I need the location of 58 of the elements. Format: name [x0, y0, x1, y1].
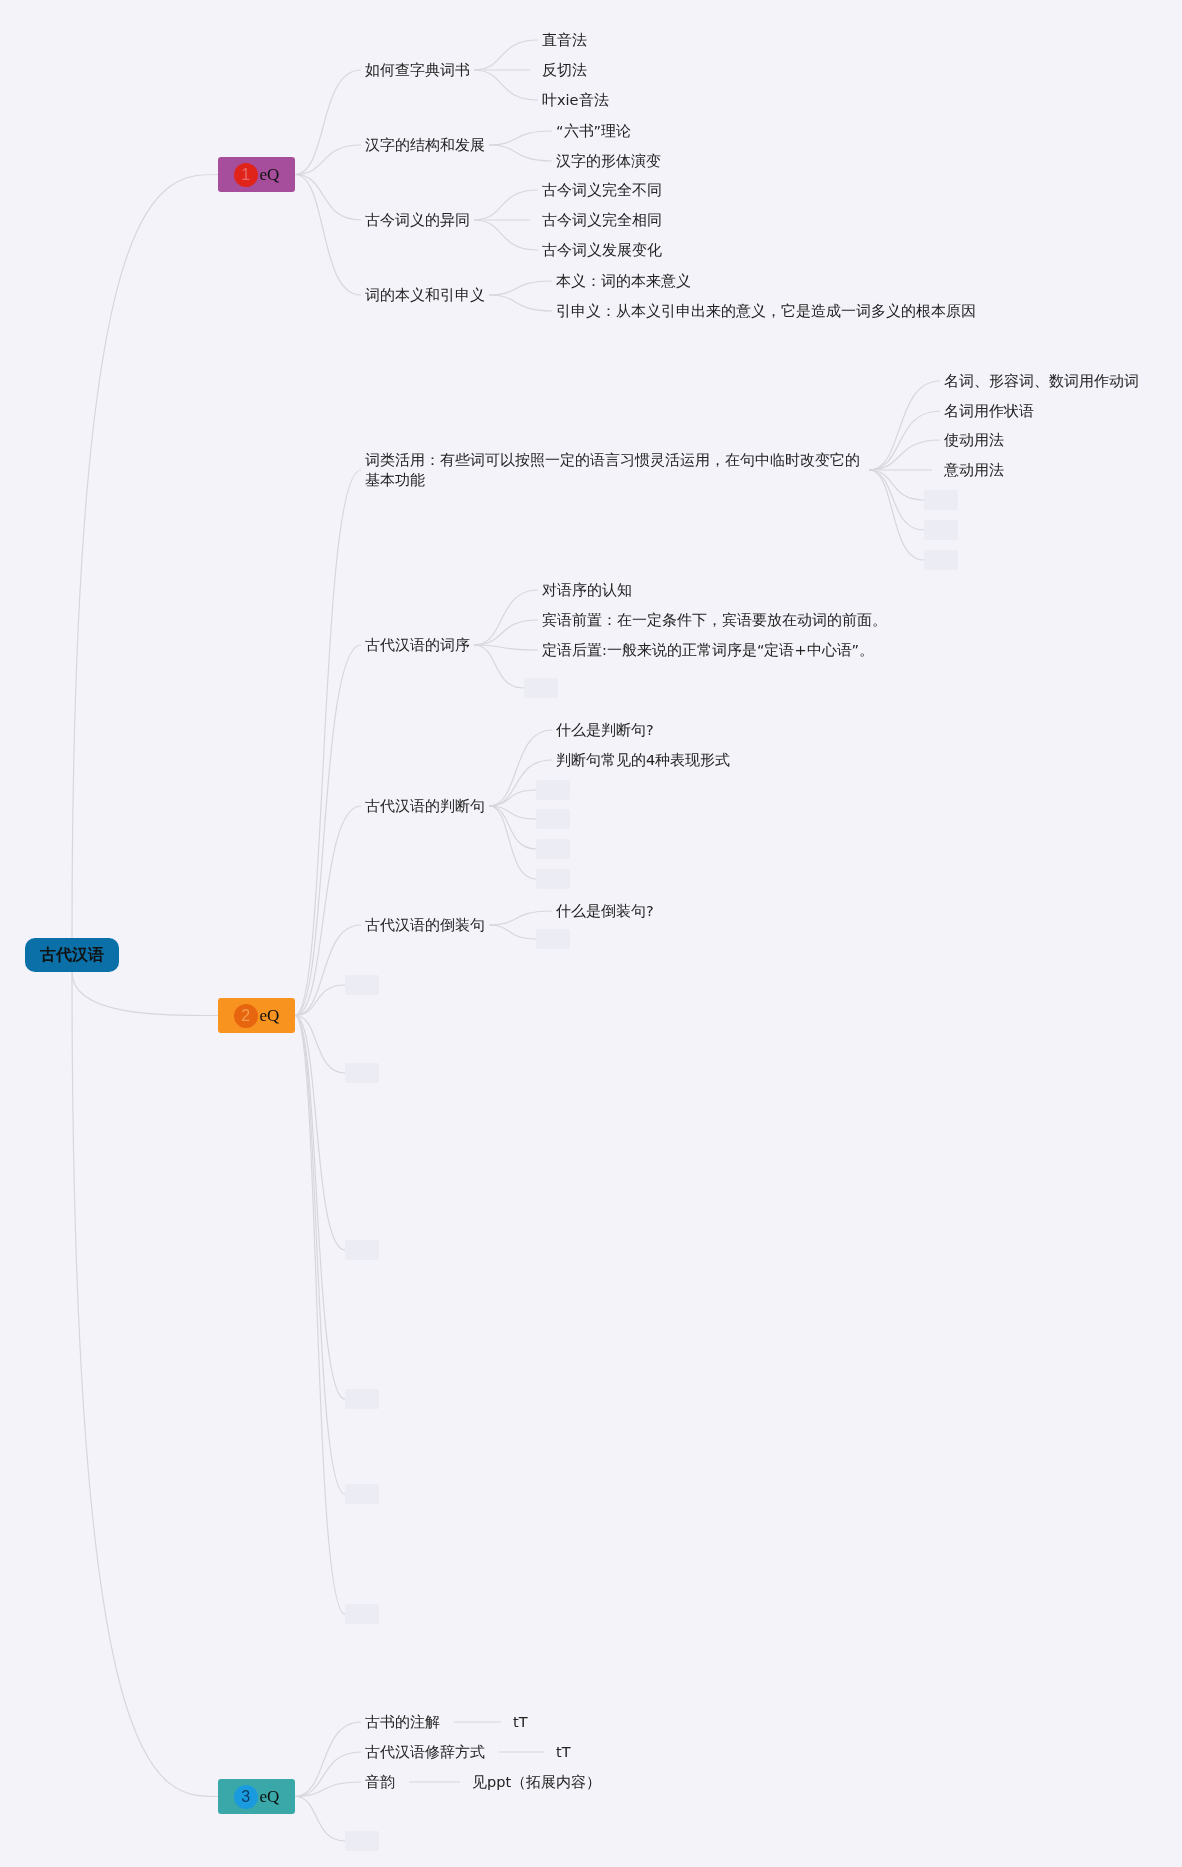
empty-topic-box [345, 1389, 379, 1409]
empty-topic-box [345, 1240, 379, 1260]
branch-line [294, 173, 362, 296]
topic-label: 古代汉语的词序 [361, 634, 474, 656]
empty-topic-box [345, 1484, 379, 1504]
branch-line [294, 69, 362, 176]
topic-label: 反切法 [538, 59, 591, 81]
topic-label: 什么是判断句? [552, 719, 658, 741]
topic-label: 叶xie音法 [538, 89, 613, 111]
topic-label: 宾语前置：在一定条件下，宾语要放在动词的前面。 [538, 609, 891, 631]
number-badge: 3 [233, 1784, 258, 1809]
topic-label: 定语后置:一般来说的正常词序是“定语+中心语”。 [538, 639, 879, 661]
number-badge: 2 [233, 1003, 258, 1028]
branch-line [488, 924, 537, 940]
topic-label: tT [509, 1711, 532, 1733]
root-topic: 古代汉语 [25, 938, 119, 972]
branch-line [473, 69, 539, 101]
number-badge: 1 [233, 162, 258, 187]
topic-label: 词的本义和引申义 [361, 284, 489, 306]
topic-label: 古代汉语的倒装句 [361, 914, 489, 936]
topic-label: 名词、形容词、数词用作动词 [940, 370, 1143, 392]
branch-box [218, 157, 295, 192]
topic-label: 古今词义完全不同 [538, 179, 666, 201]
branch-line [488, 294, 553, 312]
topic-label: 词类活用：有些词可以按照一定的语言习惯灵活运用，在句中临时改变它的基本功能 [361, 450, 869, 490]
topic-label: 名词用作状语 [940, 400, 1038, 422]
topic-label: 使动用法 [940, 429, 1008, 451]
branch-label: eQ [259, 164, 280, 185]
topic-label: 直音法 [538, 29, 591, 51]
branch-line [71, 173, 219, 939]
topic-label: 古代汉语修辞方式 [361, 1741, 489, 1763]
topic-label: 如何查字典词书 [361, 59, 474, 81]
topic-label: 汉字的结构和发展 [361, 134, 489, 156]
branch-line [473, 219, 539, 251]
topic-label: 对语序的认知 [538, 579, 636, 601]
topic-label: 古今词义的异同 [361, 209, 474, 231]
topic-label: 判断句常见的4种表现形式 [552, 749, 735, 771]
topic-label: 引申义：从本义引申出来的意义，它是造成一词多义的根本原因 [552, 300, 980, 322]
branch-label: eQ [259, 1786, 280, 1807]
branch-box [218, 1779, 295, 1814]
topic-label: 见ppt（拓展内容） [468, 1771, 606, 1793]
topic-label: 本义：词的本来意义 [552, 270, 695, 292]
branch-line [488, 144, 553, 162]
topic-label: 古今词义完全相同 [538, 209, 666, 231]
branch-box [218, 998, 295, 1033]
topic-label: 古今词义发展变化 [538, 239, 666, 261]
topic-label: tT [552, 1741, 575, 1763]
branch-label: eQ [259, 1005, 280, 1026]
branch-line [71, 971, 219, 1798]
topic-label: 什么是倒装句? [552, 900, 658, 922]
topic-label: 古代汉语的判断句 [361, 795, 489, 817]
topic-label: 汉字的形体演变 [552, 150, 665, 172]
topic-label: 意动用法 [940, 459, 1008, 481]
topic-label: “六书”理论 [552, 120, 636, 142]
topic-label: 音韵 [361, 1771, 399, 1793]
topic-label: 古书的注解 [361, 1711, 444, 1733]
empty-topic-box [345, 1604, 379, 1624]
branch-line [488, 910, 553, 926]
